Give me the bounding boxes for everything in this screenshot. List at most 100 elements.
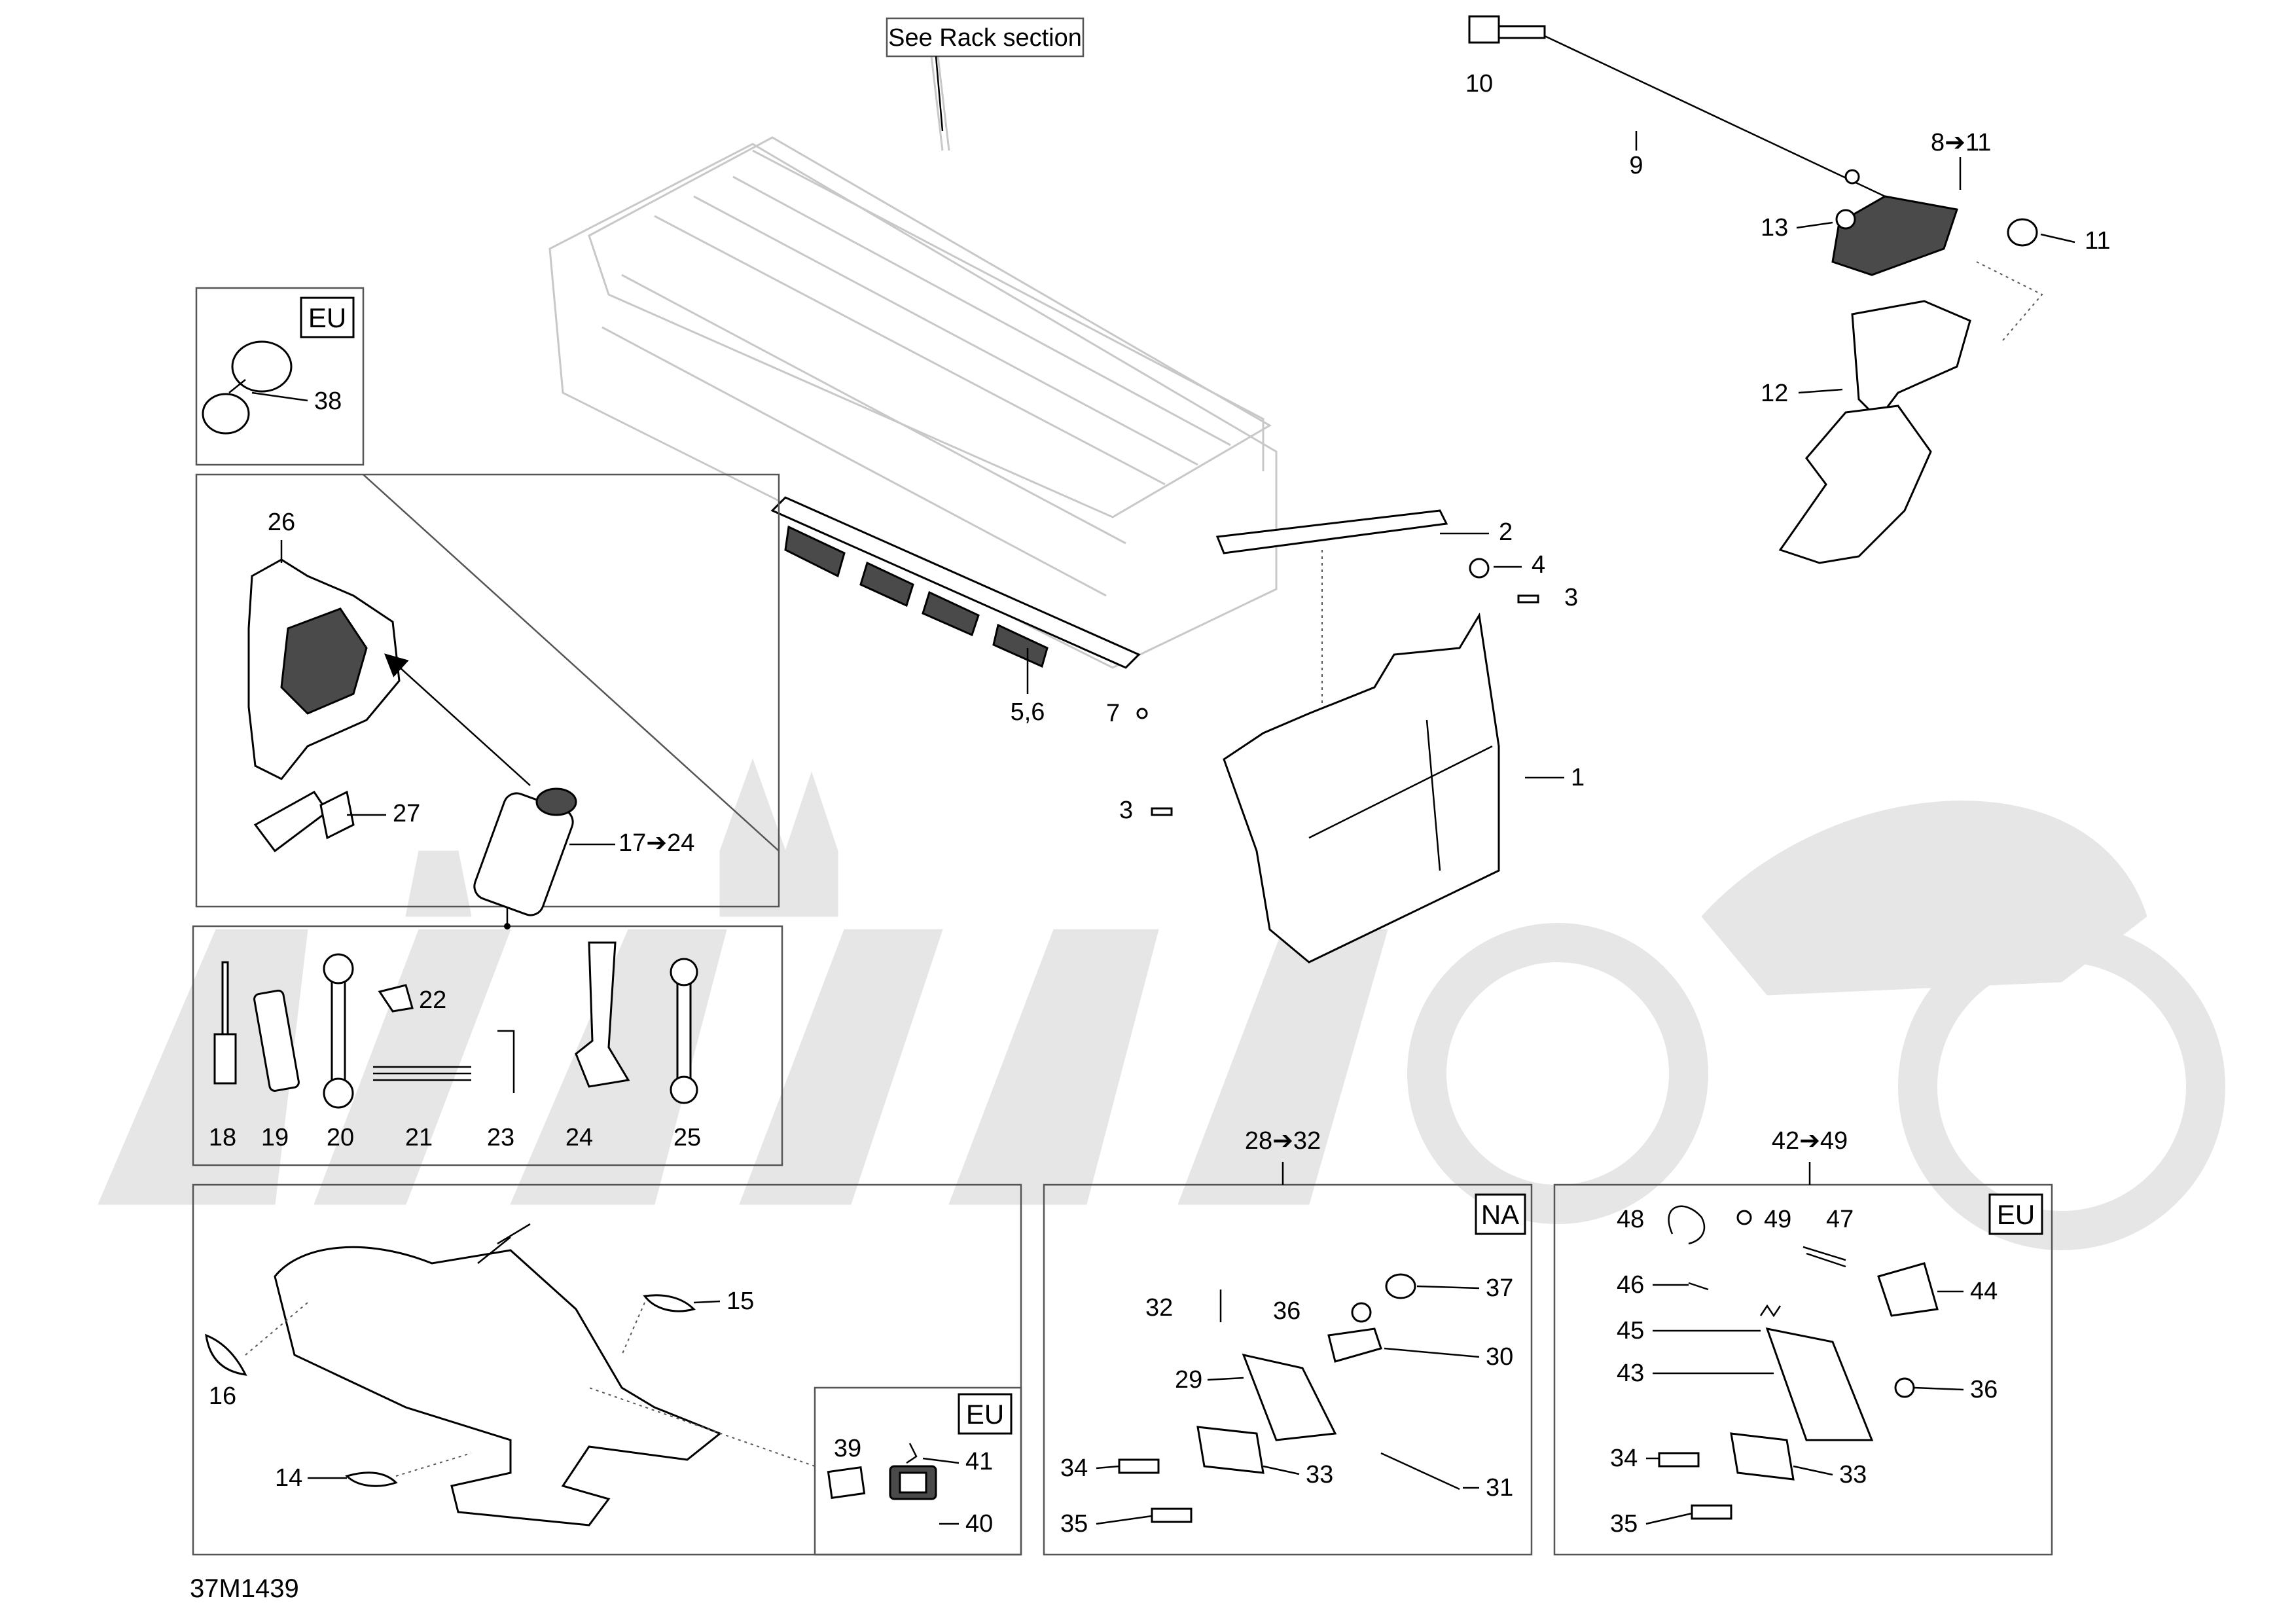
callout-21: 21 [405,1124,433,1151]
spring-45 [1759,1304,1782,1318]
callout-3-left: 3 [1119,797,1133,824]
tool-bag-box [195,473,780,916]
side-panel-part [770,496,1141,669]
eu-tag-1: EU [308,302,346,333]
callout-33-eu: 33 [1839,1461,1867,1489]
callout-32: 32 [1145,1294,1173,1322]
decal-14 [345,1471,398,1487]
callout-27: 27 [393,800,420,827]
clip-22 [378,984,414,1013]
callout-37: 37 [1486,1274,1513,1302]
bolt-31 [1380,1452,1460,1490]
callout-46: 46 [1617,1271,1644,1299]
nut-36 [1351,1302,1372,1323]
callout-28-32: 28➔32 [1245,1127,1321,1155]
reflector-39 [827,1466,866,1499]
washer-4 [1469,558,1490,579]
callout-42-49: 42➔49 [1772,1127,1848,1155]
wrench-20 [331,967,346,1094]
nut-49 [1736,1210,1752,1225]
figure-id: 37M1439 [190,1574,299,1603]
decal-16 [205,1333,247,1376]
callout-13: 13 [1761,214,1788,242]
cover-44 [1877,1262,1939,1317]
callout-45: 45 [1617,1317,1644,1344]
callout-29: 29 [1175,1366,1202,1394]
bracket-43 [1765,1327,1874,1441]
hex-key-23 [497,1030,515,1093]
plate-29 [1242,1353,1337,1441]
bolt-35-eu [1691,1504,1732,1520]
callout-4: 4 [1532,551,1545,579]
see-rack-text: See Rack section [888,24,1082,52]
callout-39: 39 [834,1435,861,1462]
callout-33-na: 33 [1306,1461,1333,1489]
eu-tag-3: EU [1997,1199,2035,1230]
callout-25: 25 [673,1124,701,1151]
pin-46 [1688,1282,1709,1291]
callout-10: 10 [1465,70,1493,98]
callout-34-na: 34 [1060,1454,1088,1482]
decal-box [192,1183,1022,1556]
callout-24: 24 [565,1124,593,1151]
callout-49: 49 [1764,1206,1791,1233]
callout-38: 38 [314,388,342,415]
callout-19: 19 [261,1124,289,1151]
bolt-35 [1151,1507,1193,1523]
callout-3-top: 3 [1564,584,1578,611]
callout-8-11: 8➔11 [1931,129,1991,156]
tool-kit-box [192,907,783,1166]
callout-16: 16 [209,1382,236,1410]
callout-31: 31 [1486,1474,1513,1502]
callout-40: 40 [965,1510,993,1538]
spanner-24 [575,941,630,1088]
callout-20: 20 [327,1124,354,1151]
socket-19 [253,989,300,1092]
callout-17-24: 17➔24 [619,829,694,857]
plate-33-eu [1730,1432,1795,1481]
callout-47: 47 [1826,1206,1854,1233]
bolt-34 [1118,1458,1160,1474]
bolt-34-eu [1658,1452,1700,1468]
callout-26: 26 [268,509,295,536]
callout-5-6: 5,6 [1011,698,1045,726]
see-rack-note: See Rack section [886,17,1085,132]
rack-ghost [548,39,1278,669]
callout-44: 44 [1970,1278,1998,1305]
eu-mirror-box: EU 38 [195,287,365,466]
callout-30: 30 [1486,1343,1513,1371]
decal-15 [643,1294,696,1312]
nut-13 [1835,209,1856,230]
callout-41: 41 [965,1448,993,1475]
nut-36-eu [1894,1377,1915,1398]
tail-light-group [1468,15,2043,564]
callout-2: 2 [1499,518,1513,546]
callout-7: 7 [1106,700,1120,727]
rivet-3-top [1517,594,1539,604]
plate-33 [1196,1426,1265,1474]
pin-47 [1803,1246,1846,1268]
eu-bracket-box: EU [1553,1162,2053,1556]
cable-48 [1668,1205,1706,1245]
callout-36-eu: 36 [1970,1376,1998,1403]
callout-14: 14 [275,1464,302,1492]
spring-21 [373,1066,471,1081]
na-bracket-box: NA [1043,1162,1533,1556]
eu-reflector-box: EU [588,1386,1022,1556]
callout-22: 22 [419,986,446,1014]
screw-7 [1136,708,1148,719]
callout-11: 11 [2085,227,2110,255]
callout-23: 23 [487,1124,514,1151]
watermark-logo [98,758,2225,1250]
bushing-37 [1385,1273,1416,1299]
callout-43: 43 [1617,1360,1644,1387]
rivet-3-left [1151,807,1173,816]
callout-35-na: 35 [1060,1510,1088,1538]
snowmobile-body [274,1246,722,1526]
callout-9: 9 [1629,152,1643,179]
eu-tag-2: EU [966,1399,1004,1430]
mirror-38 [231,340,293,393]
bulb-11 [2007,218,2038,247]
callout-15: 15 [726,1288,754,1315]
